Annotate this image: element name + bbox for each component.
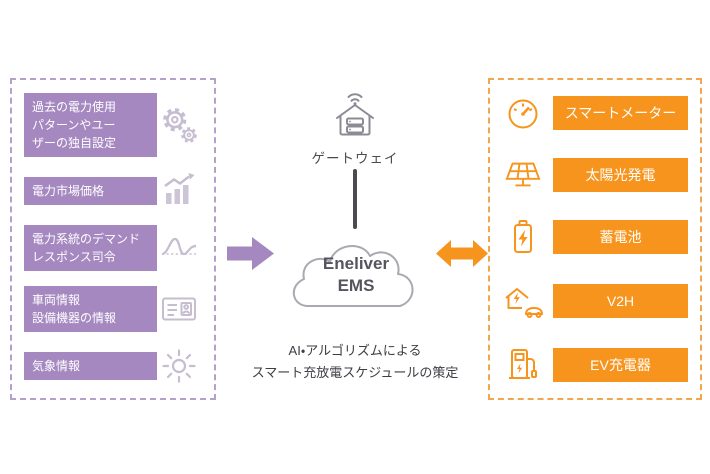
input-item-vehicle-equipment: 車両情報 設備機器の情報: [24, 286, 202, 332]
input-item-market-price: 電力市場価格: [24, 172, 202, 210]
device-label-v2h: V2H: [553, 283, 688, 319]
device-item-ev-charger: EV充電器: [502, 345, 688, 385]
input-label-usage-history: 過去の電力使用 パターンやユー ザーの独自設定: [24, 93, 157, 157]
gear-icon: [157, 105, 202, 145]
input-item-usage-history: 過去の電力使用 パターンやユー ザーの独自設定: [24, 93, 202, 157]
device-label-solar: 太陽光発電: [553, 157, 688, 193]
input-label-weather: 気象情報: [24, 352, 157, 380]
device-label-smart-meter: スマートメーター: [553, 95, 688, 131]
market-price-chart-icon: [157, 172, 202, 210]
device-label-battery: 蓄電池: [553, 219, 688, 255]
device-item-smart-meter: スマートメーター: [502, 93, 688, 133]
input-label-vehicle-equipment: 車両情報 設備機器の情報: [24, 286, 157, 332]
gateway-icon: [329, 88, 381, 145]
sun-icon: [157, 347, 202, 385]
device-item-battery: 蓄電池: [502, 217, 688, 257]
solar-panel-icon: [502, 157, 544, 193]
device-item-solar: 太陽光発電: [502, 157, 688, 193]
v2h-house-icon: [502, 281, 544, 321]
ems-cloud: [293, 244, 414, 307]
input-item-weather: 気象情報: [24, 347, 202, 385]
ev-charger-icon: [502, 345, 544, 385]
ems-name: Eneliver: [322, 254, 390, 273]
ems-cloud-label: Eneliver EMS: [280, 253, 432, 297]
gateway-connector-line: [353, 169, 357, 229]
inputs-to-ems-arrow-icon: [227, 237, 274, 270]
battery-icon: [502, 217, 544, 257]
ai-schedule-caption: AI・アルゴリズムによる スマート充放電スケジュールの策定: [251, 343, 459, 381]
gateway-label: ゲートウェイ: [311, 151, 399, 166]
devices-panel: スマートメーター 太陽光発電: [488, 78, 702, 400]
smart-meter-icon: [502, 93, 544, 133]
device-label-ev-charger: EV充電器: [553, 347, 688, 383]
inputs-panel: 過去の電力使用 パターンやユー ザーの独自設定 電力市場価格: [10, 78, 216, 400]
ems-suffix: EMS: [337, 276, 375, 296]
ems-devices-bidirectional-arrow-icon: [436, 240, 488, 267]
demand-response-wave-icon: [157, 229, 202, 267]
input-label-market-price: 電力市場価格: [24, 177, 157, 205]
device-item-v2h: V2H: [502, 281, 688, 321]
input-label-demand-response: 電力系統のデマンド レスポンス司令: [24, 225, 157, 271]
id-card-icon: [157, 290, 202, 328]
input-item-demand-response: 電力系統のデマンド レスポンス司令: [24, 225, 202, 271]
